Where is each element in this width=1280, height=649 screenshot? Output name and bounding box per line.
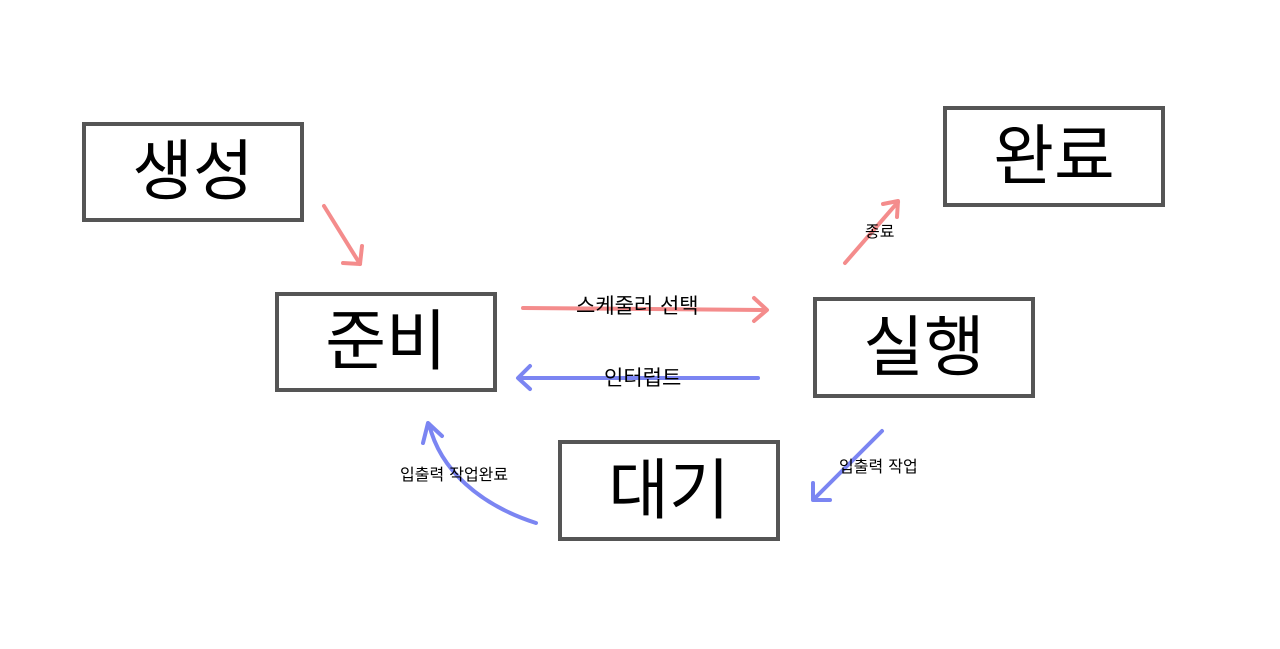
state-label-ready: 준비 — [325, 303, 447, 380]
arrow-ready-to-running — [521, 296, 769, 323]
state-box-create: 생성 — [82, 122, 304, 222]
arrow-create-to-ready — [322, 204, 364, 266]
state-box-waiting: 대기 — [558, 440, 780, 541]
state-box-done: 완료 — [943, 106, 1165, 207]
state-box-running: 실행 — [813, 297, 1035, 398]
state-box-ready: 준비 — [275, 292, 497, 392]
state-label-waiting: 대기 — [608, 451, 730, 529]
edge-label-io-wait: 입출력 작업 — [839, 457, 918, 476]
arrow-running-to-done — [843, 199, 900, 265]
arrow-running-to-waiting — [811, 429, 884, 502]
edge-label-interrupt: 인터럽트 — [604, 366, 682, 390]
edge-label-io-done: 입출력 작업완료 — [400, 465, 509, 484]
edge-label-dispatch: 스케줄러 선택 — [576, 294, 699, 318]
arrow-running-to-ready — [516, 364, 760, 391]
state-label-create: 생성 — [132, 133, 254, 210]
edge-label-exit: 종료 — [865, 222, 895, 241]
state-label-done: 완료 — [993, 117, 1115, 195]
state-label-running: 실행 — [863, 308, 985, 386]
arrow-waiting-to-ready — [421, 421, 538, 525]
